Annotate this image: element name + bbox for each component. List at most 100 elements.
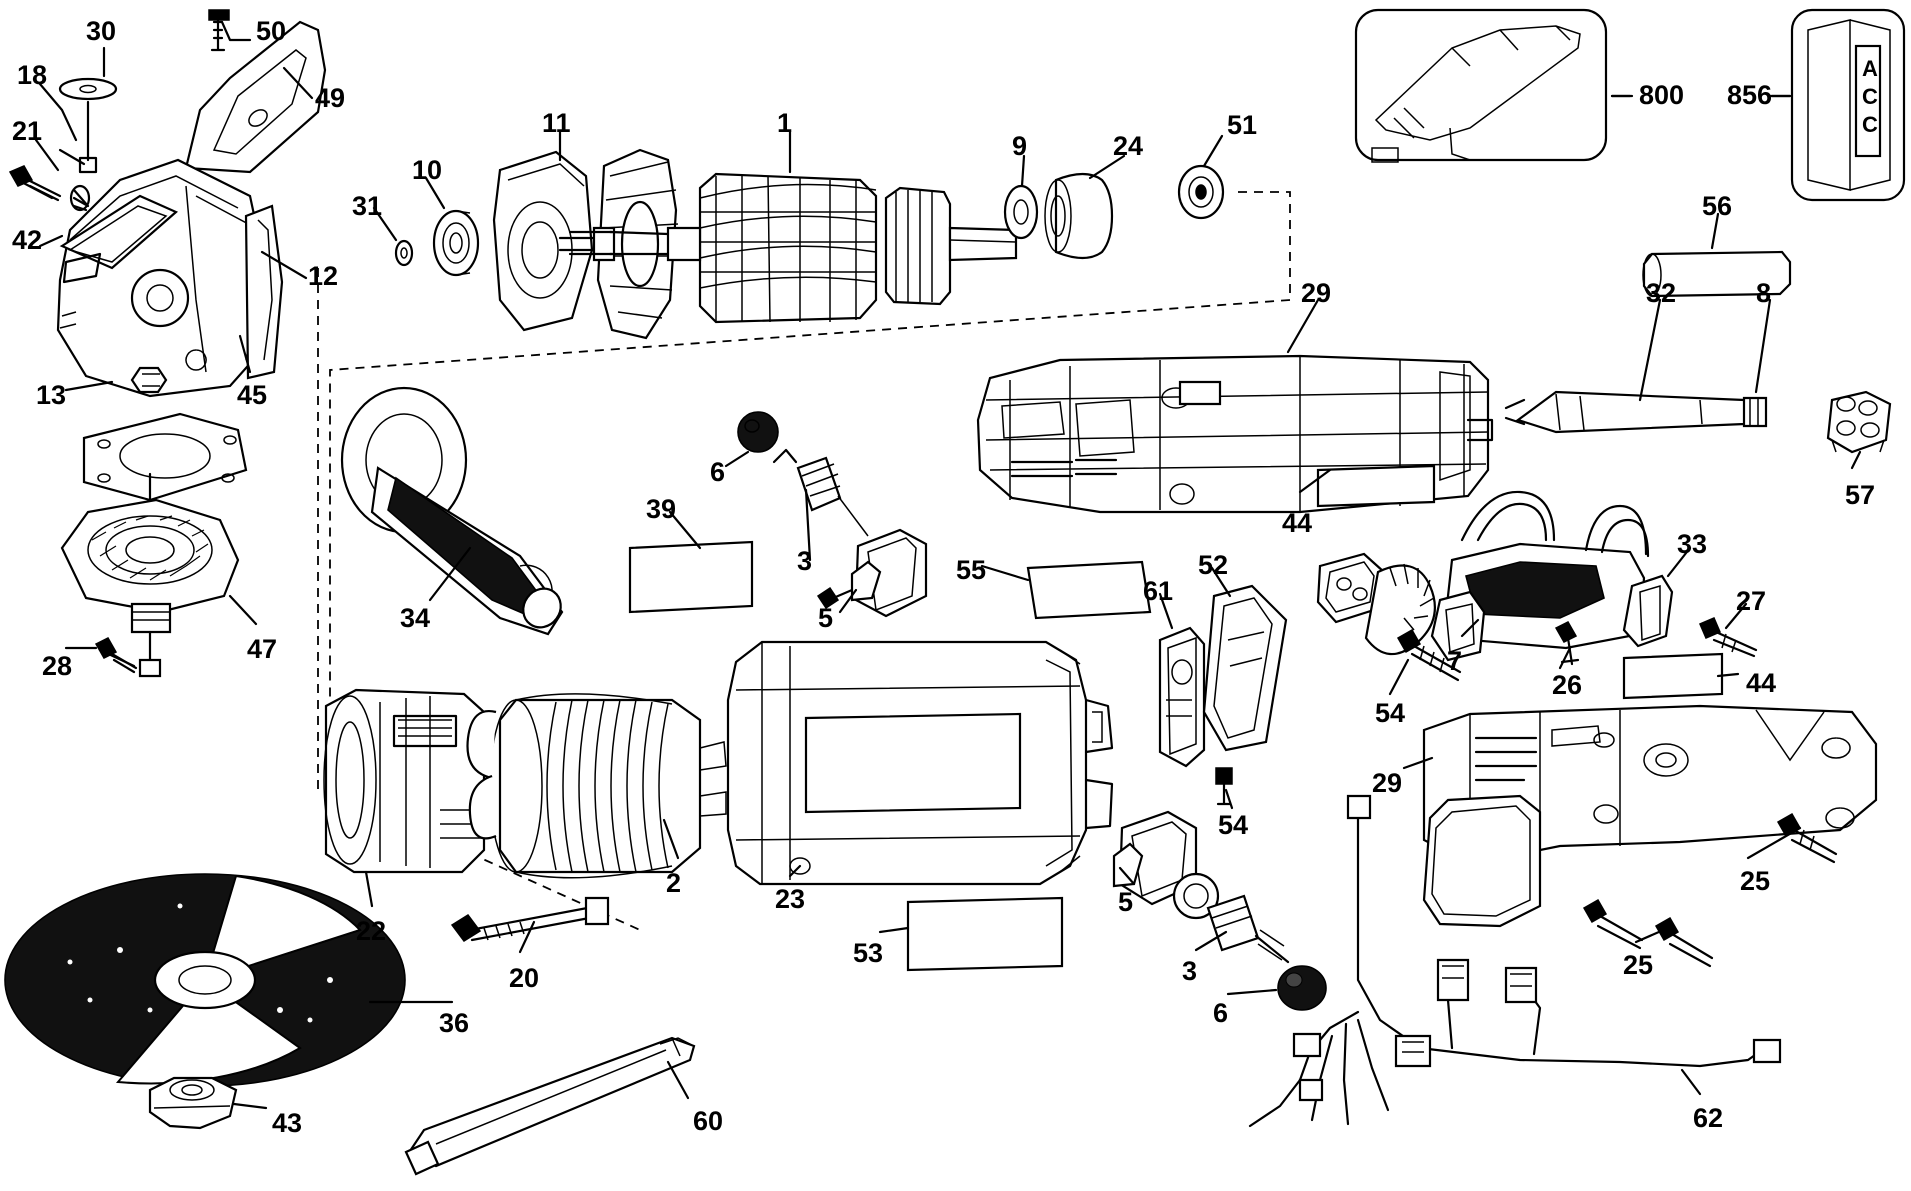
callout-2: 2: [666, 868, 682, 898]
part-20-screw: [450, 896, 610, 943]
callout-20: 20: [509, 963, 540, 993]
callout-34: 34: [400, 603, 431, 633]
callout-leader-lines: [34, 20, 1862, 1110]
part-10-bearing: [432, 209, 480, 277]
callout-53: 53: [853, 938, 884, 968]
callout-22: 22: [356, 916, 387, 946]
part-18-21-42-fasteners: [8, 100, 98, 212]
callout-28: 28: [42, 651, 73, 681]
part-53-label: [906, 896, 1064, 972]
part-62-wire-harness: [1248, 794, 1782, 1128]
part-33-clip: [1622, 574, 1674, 648]
part-6a-cap: [737, 411, 779, 453]
part-9-washer: [1003, 184, 1039, 240]
callout-29a: 29: [1301, 278, 1332, 308]
part-61-bracket: [1158, 626, 1206, 768]
callout-3a: 3: [797, 546, 813, 576]
part-6b-cap: [1277, 965, 1327, 1011]
callout-60: 60: [693, 1106, 724, 1136]
part-56-sleeve: [1642, 250, 1792, 298]
part-50-screw: [208, 9, 230, 52]
callout-23: 23: [775, 884, 806, 914]
part-31-washer: [394, 239, 414, 267]
part-36-disc: [4, 873, 406, 1087]
part-25b-screw: [1582, 898, 1644, 950]
part-43-flange-nut: [148, 1076, 238, 1130]
callout-800: 800: [1639, 80, 1685, 110]
callout-61: 61: [1143, 576, 1174, 606]
part-22-end-bell: [323, 688, 486, 874]
callout-47: 47: [247, 634, 278, 664]
part-13-nut: [130, 366, 168, 394]
callout-21: 21: [12, 116, 43, 146]
part-39-label: [628, 540, 754, 614]
part-44b-label: [1622, 652, 1724, 700]
callout-25a: 25: [1740, 866, 1771, 896]
part-47-gear-assembly: [60, 472, 240, 678]
callout-62: 62: [1693, 1103, 1724, 1133]
part-2-field-coil: [466, 693, 727, 879]
part-3a-brush: [772, 448, 869, 537]
callout-54a: 54: [1375, 698, 1406, 728]
part-54a-screw: [1396, 628, 1462, 682]
part-30-washer: [58, 77, 118, 101]
callout-51: 51: [1227, 110, 1258, 140]
inset-800-box: [1354, 8, 1608, 163]
part-60-wrench: [404, 1036, 696, 1176]
part-34-side-handle: [340, 386, 564, 636]
callout-52: 52: [1198, 550, 1229, 580]
callout-9: 9: [1012, 131, 1028, 161]
callout-56: 56: [1702, 191, 1733, 221]
callout-12: 12: [308, 261, 339, 291]
callout-13: 13: [36, 380, 67, 410]
svg-text:A: A: [1862, 56, 1878, 81]
part-32-spindle: [1504, 390, 1768, 434]
part-45-gasket: [82, 412, 248, 502]
callout-57: 57: [1845, 480, 1876, 510]
callout-5a: 5: [818, 603, 834, 633]
callout-24: 24: [1113, 131, 1144, 161]
callout-1: 1: [777, 108, 793, 138]
callout-45: 45: [237, 380, 268, 410]
callout-39: 39: [646, 494, 677, 524]
callout-44a: 44: [1282, 508, 1313, 538]
callout-26: 26: [1552, 670, 1583, 700]
callout-856: 856: [1727, 80, 1773, 110]
callout-11: 11: [542, 108, 571, 138]
callout-36: 36: [439, 1008, 470, 1038]
callout-5b: 5: [1118, 887, 1134, 917]
callout-31: 31: [352, 191, 383, 221]
part-23-motor-housing: [726, 640, 1114, 886]
part-5a-brush-holder: [816, 528, 928, 618]
part-51-bearing-cap: [1177, 164, 1225, 220]
part-11-baffle: [492, 150, 594, 332]
callout-44b: 44: [1746, 668, 1777, 698]
part-57-connector: [1826, 390, 1892, 454]
part-24-bearing: [1044, 172, 1114, 260]
callout-49: 49: [315, 83, 346, 113]
part-26-screw: [1554, 621, 1580, 666]
part-3b-brush: [1206, 894, 1290, 964]
callout-32: 32: [1646, 278, 1677, 308]
inset-856-box: A C C: [1790, 8, 1906, 202]
callout-18: 18: [17, 60, 48, 90]
callout-43: 43: [272, 1108, 303, 1138]
svg-text:C: C: [1862, 84, 1878, 109]
part-27-screw: [1699, 617, 1758, 658]
callout-6b: 6: [1213, 998, 1229, 1028]
part-25c-screw: [1654, 916, 1714, 968]
callout-8: 8: [1756, 278, 1772, 308]
callout-42: 42: [12, 225, 43, 255]
callout-25b: 25: [1623, 950, 1654, 980]
callout-6a: 6: [710, 457, 726, 487]
callout-54b: 54: [1218, 810, 1249, 840]
callout-55: 55: [956, 555, 987, 585]
part-44a-label: [1316, 464, 1436, 508]
part-54b-screw: [1215, 767, 1233, 806]
callout-29b: 29: [1372, 768, 1403, 798]
part-gear-segment: [1364, 563, 1436, 656]
part-7-switch: [1430, 490, 1650, 662]
callout-3b: 3: [1182, 956, 1198, 986]
